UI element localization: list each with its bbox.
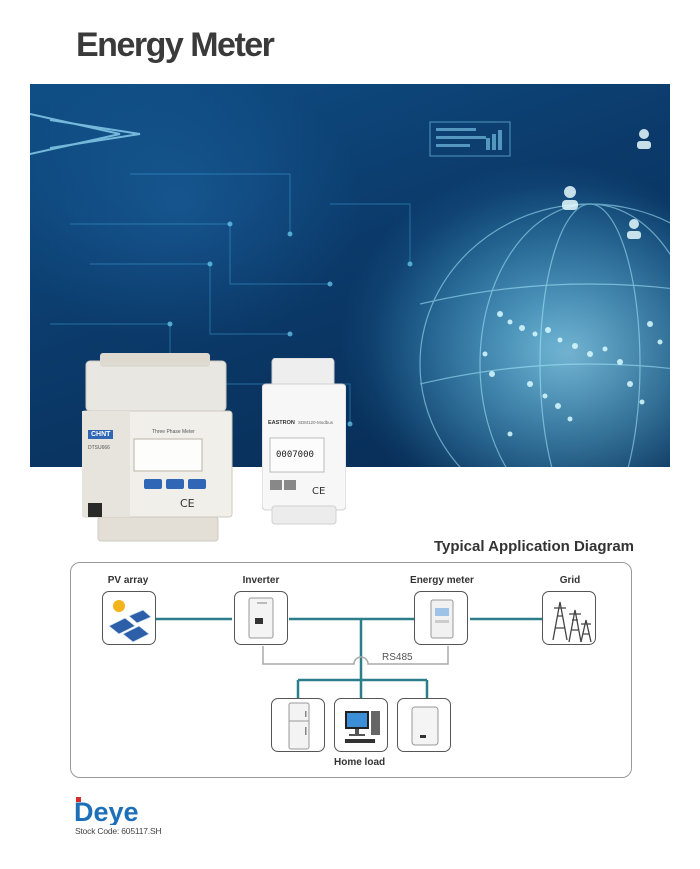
grid-tile [542, 591, 596, 645]
label-grid: Grid [559, 575, 581, 586]
rs485-label: RS485 [382, 652, 413, 663]
home-load-computer-tile [334, 698, 388, 752]
meter-model-label: DTSU666 [88, 445, 110, 451]
home-load-fridge-tile [271, 698, 325, 752]
inverter-icon [248, 597, 274, 639]
meter-brand-label: CHNT [88, 430, 114, 439]
meter-brand-label: EASTRON [268, 420, 295, 426]
three-phase-meter-image: CE CHNT DTSU666 Three Phase Meter [81, 353, 240, 548]
home-load-appliance-tile [397, 698, 451, 752]
inverter-tile [234, 591, 288, 645]
application-diagram [70, 562, 632, 778]
energy-meter-icon [430, 599, 454, 639]
page-title: Energy Meter [76, 26, 275, 64]
single-phase-meter-image: CE EASTRON SDM120-Modbus 0007000 [261, 357, 347, 531]
solar-panel-icon [108, 600, 152, 643]
computer-icon [345, 711, 380, 743]
hero-tech-graphic [30, 113, 670, 467]
deye-logo-mark: Deye [74, 797, 139, 827]
home-load-label: Home load [334, 757, 386, 768]
svg-text:CE: CE [180, 497, 195, 510]
label-inverter: Inverter [242, 575, 280, 586]
meter-reading: 0007000 [276, 450, 314, 460]
meter-product-label: Three Phase Meter [152, 429, 195, 435]
label-energy-meter: Energy meter [410, 575, 474, 586]
svg-text:CE: CE [312, 486, 325, 497]
refrigerator-icon [288, 702, 310, 750]
pv-array-tile [102, 591, 156, 645]
svg-text:Deye: Deye [74, 797, 139, 825]
energy-meter-tile [414, 591, 468, 645]
stock-code: Stock Code: 605117.SH [75, 826, 162, 836]
diagram-title: Typical Application Diagram [433, 538, 634, 555]
appliance-icon [411, 706, 439, 746]
power-tower-icon [552, 601, 592, 643]
label-pv-array: PV array [107, 575, 149, 586]
deye-logo: Deye [74, 795, 154, 830]
meter-model-label: SDM120-Modbus [298, 420, 334, 425]
